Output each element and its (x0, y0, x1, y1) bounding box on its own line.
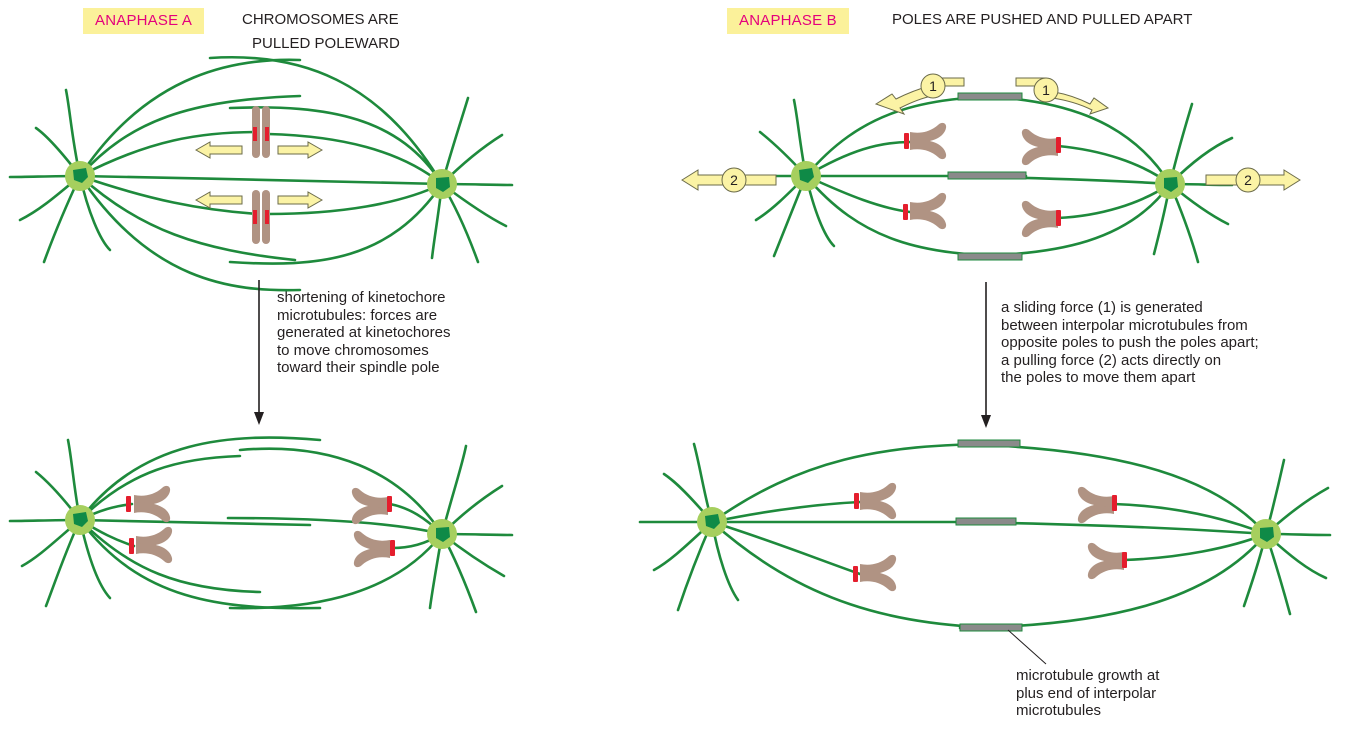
anaphase-a-heading-line-1: CHROMOSOMES ARE (242, 11, 399, 28)
caption-line: microtubules: forces are (277, 306, 438, 324)
growth-note: microtubule growth at plus end of interp… (1016, 667, 1159, 720)
arrow-left-icon (194, 141, 243, 159)
overlap-zone (955, 517, 1017, 526)
sliding-force-label: 1 (1042, 82, 1050, 98)
growth-note-line: plus end of interpolar (1016, 684, 1157, 702)
chromosome (1021, 200, 1058, 238)
spindle-pole-a-bottom-right (427, 519, 457, 549)
anaphase-a-caption: shortening of kinetochore microtubules: … (277, 289, 450, 377)
pulling-force-label: 2 (730, 172, 738, 188)
anaphase-a-badge: ANAPHASE A (83, 8, 205, 34)
spindle-pole-b-bottom-right (1251, 519, 1281, 549)
spindle-a-top (8, 56, 514, 292)
chromosome (1087, 542, 1124, 580)
anaphase-b-badge: ANAPHASE B (727, 8, 849, 34)
sliding-force-arrow-left: 1 (874, 73, 965, 115)
caption-line: generated at kinetochores (277, 324, 451, 341)
chromosomes-b-bottom (853, 482, 1127, 592)
arrow-right-icon (277, 191, 324, 209)
spindle-pole-b-top-right (1155, 169, 1185, 199)
chromosome (910, 122, 947, 160)
spindle-pole-a-top-left (65, 161, 95, 191)
chromosome (136, 526, 173, 564)
sliding-force-label: 1 (929, 78, 937, 94)
spindle-pole-a-bottom-left (65, 505, 95, 535)
chromosome (1021, 128, 1058, 166)
chromosome (351, 487, 388, 525)
anaphase-b-caption: a sliding force (1) is generated between… (1001, 299, 1259, 387)
caption-line: a pulling force (2) acts directly on (1001, 351, 1222, 369)
sliding-force-arrow-right: 1 (1015, 77, 1110, 115)
overlap-zones-b-top (947, 92, 1027, 261)
poleward-force-arrows-a (194, 141, 324, 209)
caption-line: shortening of kinetochore (277, 289, 446, 306)
spindle-b-bottom (638, 442, 1332, 630)
chromosome (860, 554, 897, 592)
chromosome-pair-a-lower (252, 190, 270, 244)
progression-arrow-a (254, 280, 264, 425)
kinetochore (1122, 552, 1127, 568)
caption-line: toward their spindle pole (277, 359, 440, 376)
kinetochore (1112, 495, 1117, 511)
kinetochore (904, 133, 909, 149)
spindle-pole-a-top-right (427, 169, 457, 199)
kinetochore (129, 538, 134, 554)
kinetochore (390, 540, 395, 556)
spindle-pole-b-top-left (791, 161, 821, 191)
caption-line: between interpolar microtubules from (1001, 316, 1248, 334)
caption-line: to move chromosomes (277, 341, 429, 359)
chromosomes-b-top (903, 122, 1061, 238)
spindle-a-bottom (8, 436, 514, 614)
anaphase-a-heading: CHROMOSOMES ARE PULLED POLEWARD (242, 8, 400, 56)
overlap-zone (957, 92, 1023, 101)
overlap-zone (957, 252, 1023, 261)
overlap-zone (959, 623, 1023, 632)
caption-line: opposite poles to push the poles apart; (1001, 334, 1259, 351)
kinetochore (903, 204, 908, 220)
chromosome (353, 530, 390, 568)
chromosome (860, 482, 897, 520)
anaphase-a-heading-line-2: PULLED POLEWARD (252, 35, 400, 52)
arrow-left-icon (194, 191, 243, 209)
kinetochore (1056, 210, 1061, 226)
caption-line: the poles to move them apart (1001, 369, 1196, 386)
kinetochore (853, 566, 858, 582)
arrow-right-icon (277, 141, 324, 159)
kinetochore (387, 496, 392, 512)
pulling-force-label: 2 (1244, 172, 1252, 188)
overlap-zones-b-bottom (955, 439, 1023, 632)
spindle-pole-b-bottom-left (697, 507, 727, 537)
growth-note-line: microtubules (1016, 702, 1102, 719)
chromosome-pair-a-upper (252, 106, 270, 158)
pulling-force-arrow-right: 2 (1205, 167, 1301, 193)
pulling-force-arrow-left: 2 (681, 167, 777, 193)
caption-line: a sliding force (1) is generated (1001, 299, 1203, 316)
kinetochore (126, 496, 131, 512)
chromosome (1077, 486, 1114, 524)
kinetochore (1056, 137, 1061, 153)
growth-note-leader (1007, 629, 1047, 665)
overlap-zone (947, 171, 1027, 180)
growth-note-line: microtubule growth at (1016, 667, 1160, 684)
chromosomes-a-bottom (126, 485, 395, 568)
anaphase-b-heading: POLES ARE PUSHED AND PULLED APART (892, 11, 1193, 28)
kinetochore (854, 493, 859, 509)
chromosome (910, 192, 947, 230)
chromosome (134, 485, 171, 523)
progression-arrow-b (981, 282, 991, 428)
overlap-zone (957, 439, 1021, 448)
